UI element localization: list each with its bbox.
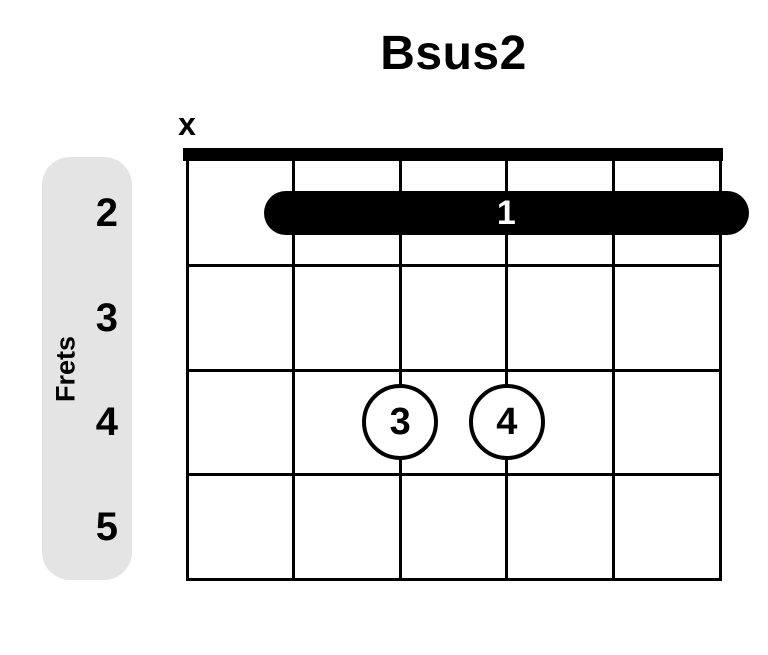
fret-line-1 <box>185 264 722 267</box>
fret-number-label-2: 2 <box>95 191 118 236</box>
frets-axis-label: Frets <box>50 335 81 403</box>
fret-number-label-5: 5 <box>95 504 118 549</box>
barre-finger-1: 1 <box>263 191 749 236</box>
finger-dot-4: 4 <box>468 384 545 461</box>
mute-marker-string-1: x <box>178 106 196 142</box>
guitar-nut-bar <box>183 148 723 161</box>
finger-dot-label: 4 <box>496 401 518 444</box>
fret-number-label-3: 3 <box>95 295 118 340</box>
fret-line-4 <box>185 577 722 581</box>
fret-line-3 <box>185 473 722 476</box>
frets-sidebar <box>42 157 132 580</box>
fret-line-2 <box>185 368 722 372</box>
finger-dot-3: 3 <box>362 384 439 461</box>
barre-finger-label: 1 <box>496 194 516 233</box>
finger-dot-label: 3 <box>389 401 411 444</box>
chord-title: Bsus2 <box>380 27 527 80</box>
fret-number-label-4: 4 <box>95 400 118 445</box>
